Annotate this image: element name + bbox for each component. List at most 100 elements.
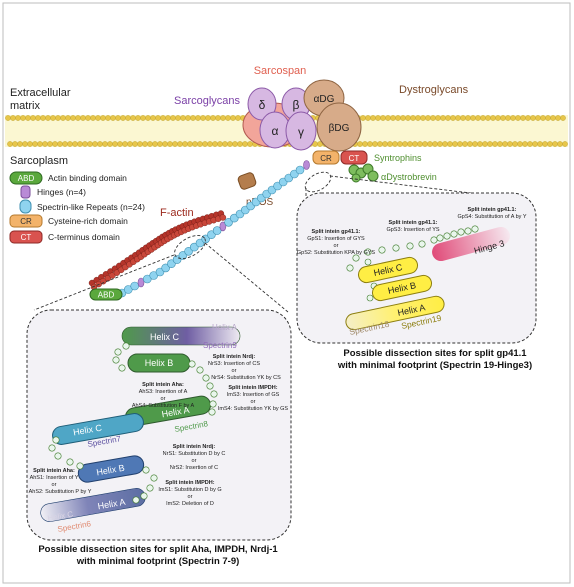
- gp41-inset: Hinge 3 Helix C Helix B Helix A Spectrin…: [296, 192, 537, 371]
- linker-bead: [443, 232, 451, 240]
- spectrin-bead: [184, 247, 193, 256]
- lipid-head: [82, 141, 88, 147]
- linker-bead: [457, 228, 465, 236]
- lipid-head: [172, 141, 178, 147]
- lipid-head: [512, 141, 518, 147]
- legend-ct-swatch: [9, 230, 43, 244]
- lipid-head: [417, 141, 423, 147]
- aha-helix-b-low-label: Helix B: [96, 463, 126, 478]
- linker-bead: [364, 248, 372, 256]
- lipid-head: [490, 115, 496, 121]
- lipid-head: [465, 115, 471, 121]
- linker-bead: [76, 462, 84, 470]
- ims2-line: ImS2: Deletion of D: [166, 501, 214, 507]
- lipid-head: [190, 115, 196, 121]
- alpha-dg-label: αDG: [314, 94, 335, 105]
- aha-helix-c-low-label: Helix C: [47, 510, 74, 523]
- aha-spectrin9-label: Spectrin9: [203, 341, 237, 350]
- lipid-head: [382, 141, 388, 147]
- lipid-head: [150, 115, 156, 121]
- spectrin-bead: [224, 218, 233, 227]
- lipid-head: [440, 115, 446, 121]
- linker-bead: [352, 254, 360, 262]
- gp41-caption-2: with minimal footprint (Spectrin 19-Hing…: [337, 360, 532, 371]
- lipid-head: [525, 115, 531, 121]
- linker-bead: [406, 242, 414, 250]
- lipid-head: [92, 141, 98, 147]
- beta-label: β: [293, 98, 300, 112]
- lipid-head: [20, 115, 26, 121]
- lipid-head: [57, 141, 63, 147]
- lipid-head: [170, 115, 176, 121]
- lipid-head: [207, 141, 213, 147]
- lipid-head: [472, 141, 478, 147]
- legend-hinge-text: Hinges (n=4): [37, 187, 86, 197]
- lipid-head: [425, 115, 431, 121]
- nrdj-or-top: or: [232, 368, 237, 374]
- lipid-head: [142, 141, 148, 147]
- lipid-head: [392, 141, 398, 147]
- legend-cr-swatch: [9, 214, 43, 228]
- linker-bead: [202, 374, 210, 382]
- nrs4-line: NrS4: Substitution YK by CS: [211, 375, 281, 381]
- lipid-head: [185, 115, 191, 121]
- lipid-head: [507, 141, 513, 147]
- lipid-head: [15, 115, 21, 121]
- lipid-head: [152, 141, 158, 147]
- legend-spectrin-text: Spectrin-like Repeats (n=24): [37, 202, 145, 212]
- lipid-head: [227, 141, 233, 147]
- lipid-head: [40, 115, 46, 121]
- lipid-head: [505, 115, 511, 121]
- lipid-head: [450, 115, 456, 121]
- lipid-head: [95, 115, 101, 121]
- lipid-head: [85, 115, 91, 121]
- lipid-head: [122, 141, 128, 147]
- lipid-head: [437, 141, 443, 147]
- aha-helix-c-top: [121, 326, 241, 346]
- lipid-head: [90, 115, 96, 121]
- lipid-head: [360, 115, 366, 121]
- lipid-head: [42, 141, 48, 147]
- lipid-head: [65, 115, 71, 121]
- legend-abd-tag: ABD: [18, 174, 35, 183]
- linker-bead: [450, 230, 458, 238]
- lipid-head: [375, 115, 381, 121]
- lipid-head: [25, 115, 31, 121]
- aha-or-mid: or: [161, 396, 166, 402]
- lipid-head: [160, 115, 166, 121]
- legend-ct-tag: CT: [21, 233, 32, 242]
- aha-or-low: or: [52, 482, 57, 488]
- gps4-line: GpS4: Substitution of A by Y: [458, 214, 527, 220]
- linker-bead: [54, 452, 62, 460]
- lipid-head: [87, 141, 93, 147]
- lipid-head: [140, 115, 146, 121]
- lipid-head: [37, 141, 43, 147]
- lipid-head: [222, 141, 228, 147]
- aha-helix-a-mid-label: Helix A: [161, 405, 190, 420]
- lipid-head: [120, 115, 126, 121]
- lipid-head: [167, 141, 173, 147]
- ahs4-line: AhS4: Substitution F by A: [132, 403, 195, 409]
- lipid-head: [430, 115, 436, 121]
- lipid-head: [10, 115, 16, 121]
- aha-caption-2: with minimal footprint (Spectrin 7-9): [76, 556, 240, 567]
- lipid-head: [520, 115, 526, 121]
- lipid-head: [510, 115, 516, 121]
- dystroglycans-label: Dystroglycans: [399, 84, 469, 96]
- linker-bead: [142, 466, 150, 474]
- lipid-head: [217, 141, 223, 147]
- lipid-head: [52, 141, 58, 147]
- aha-helix-a-top-label: Helix A: [212, 323, 238, 332]
- lipid-head: [365, 115, 371, 121]
- lipid-head: [220, 115, 226, 121]
- linker-bead: [464, 227, 472, 235]
- lipid-head: [537, 141, 543, 147]
- lipid-head: [30, 115, 36, 121]
- abd-domain: [89, 288, 123, 301]
- lipid-head: [477, 141, 483, 147]
- aha-mid-title: Split intein Aha:: [142, 382, 184, 388]
- nnos-shape: [237, 172, 257, 190]
